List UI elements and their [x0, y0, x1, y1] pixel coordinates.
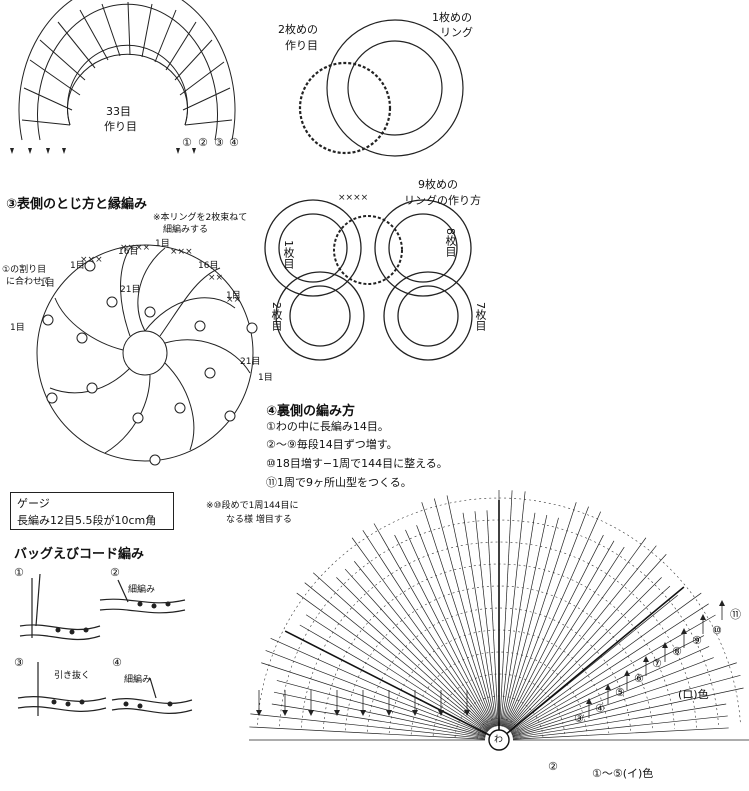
chart-center-label: わ: [494, 735, 504, 745]
svg-text:×××: ×××: [80, 255, 103, 265]
ring-chain-svg: ××××: [264, 193, 473, 361]
ring-label-second: 2枚目: [270, 302, 283, 331]
svg-text:××××: ××××: [338, 193, 368, 203]
chart-row-5: ⑤: [615, 686, 625, 699]
bag-step-4: ④: [112, 656, 122, 669]
section4-title: ④裏側の編み方: [266, 404, 356, 419]
chain-label-1: 33目: [106, 105, 131, 118]
bag-step-4-label: 細編み: [124, 675, 152, 685]
count-label-10: 1目: [40, 279, 55, 289]
fan-crochet-chart-svg: [249, 490, 749, 751]
chart-row-4: ④: [595, 702, 605, 715]
count-label-5: 1目: [10, 323, 25, 333]
ninth-ring-label-2: リングの作り方: [404, 194, 481, 207]
count-label-6: 21目: [120, 285, 141, 295]
chart-row-7: ⑦: [652, 657, 662, 670]
chart-row-6: ⑥: [634, 672, 644, 685]
section3-note-2: 細編みする: [163, 225, 209, 235]
section3-title: ③表側のとじ方と縁編み: [6, 197, 148, 212]
section4-line-4: ⑪1周で9ヶ所山型をつくる。: [266, 476, 412, 489]
bag-step-1: ①: [14, 566, 24, 579]
ring-label-first: 1枚目: [282, 240, 295, 269]
row-number-1: ①: [182, 136, 192, 149]
count-label-7: 1目: [226, 291, 241, 301]
count-label-1: 16目: [118, 247, 139, 257]
first-ring-label-1: 1枚めの: [432, 11, 472, 24]
chart-row-10: ⑩: [712, 624, 722, 637]
section3-left-note-2: に合わせて: [6, 277, 52, 287]
chain-label-2: 作り目: [104, 120, 137, 133]
section4-note-2: なる様 増目する: [226, 515, 292, 525]
bag-step-3: ③: [14, 656, 24, 669]
section4-line-2: ②〜⑨毎段14目ずつ増す。: [266, 438, 398, 451]
section4-line-1: ①わの中に長編み14目。: [266, 420, 389, 433]
section3-note-1: ※本リングを2枚束ねて: [153, 213, 248, 223]
count-label-2: 1目: [155, 239, 170, 249]
ninth-ring-label-1: 9枚めの: [418, 178, 458, 191]
two-rings-svg: [298, 19, 464, 157]
joining-diagram-svg: ××××××× ××××× ××: [36, 243, 258, 466]
gauge-box: ゲージ 長編み12目5.5段が10cm角: [10, 492, 174, 530]
gauge-title: ゲージ: [17, 497, 50, 510]
count-label-4: 1目: [70, 261, 85, 271]
chart-row-11: ⑪: [730, 608, 741, 621]
svg-text:××: ××: [208, 273, 223, 283]
count-label-3: 16目: [198, 261, 219, 271]
color-i-label: ①〜⑤(イ)色: [592, 767, 654, 780]
chart-row-2-label: ②: [548, 760, 558, 773]
first-ring-label-2: リング: [440, 26, 473, 39]
section4-line-3: ⑩18目増す−1周で144目に整える。: [266, 457, 448, 470]
svg-text:××: ××: [226, 295, 241, 305]
row-number-4: ④: [229, 136, 239, 149]
second-ring-label-2: 作り目: [285, 39, 318, 52]
section4-note-1: ※⑩段めで1周144目に: [206, 501, 299, 511]
row-number-3: ③: [214, 136, 224, 149]
color-ro-label: (ロ)色: [678, 688, 709, 701]
chart-row-3: ③: [574, 712, 584, 725]
count-label-9: 1目: [258, 373, 273, 383]
bag-step-2: ②: [110, 566, 120, 579]
bag-step-3-label: 引き抜く: [54, 671, 91, 681]
section3-left-note-1: ①の割り目: [2, 265, 47, 275]
ring-base-chart-svg: [10, 0, 236, 154]
chart-row-9: ⑨: [692, 634, 702, 647]
bag-step-2-label: 細編み: [128, 585, 156, 595]
svg-text:×××: ×××: [170, 247, 193, 257]
svg-text:××××: ××××: [120, 243, 150, 253]
second-ring-label-1: 2枚めの: [278, 23, 318, 36]
chart-row-8: ⑧: [672, 645, 682, 658]
gauge-value: 長編み12目5.5段が10cm角: [17, 514, 157, 527]
bag-cord-illustrations-svg: [17, 573, 193, 716]
bag-cord-title: バッグえびコード編み: [14, 547, 145, 562]
ring-label-seventh: 7枚目: [474, 302, 487, 331]
ring-label-eighth: 8枚目: [444, 228, 457, 257]
count-label-8: 21目: [240, 357, 261, 367]
row-number-2: ②: [198, 136, 208, 149]
